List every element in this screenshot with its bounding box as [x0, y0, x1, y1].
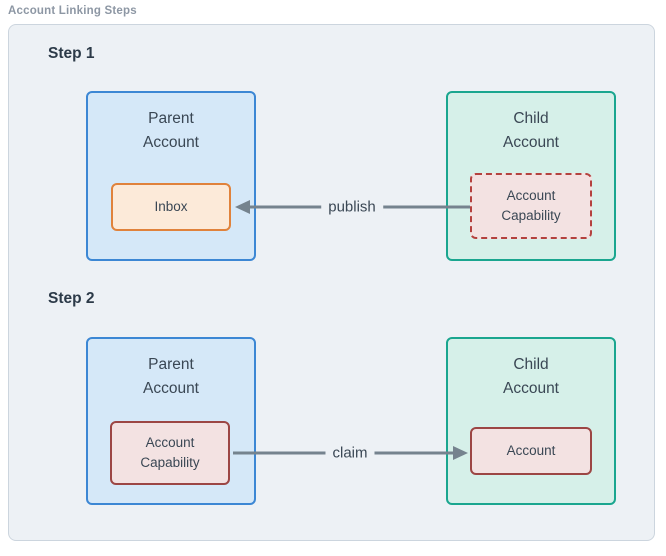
claim-arrowhead-right-icon	[453, 446, 468, 460]
publish-arrow-label: publish	[321, 198, 383, 216]
diagram-title: Account Linking Steps	[8, 5, 137, 17]
step-1-inbox-box: Inbox	[111, 183, 231, 231]
step-1-parent-account-title: Parent Account	[142, 110, 199, 151]
publish-arrowhead-left-icon	[235, 200, 250, 214]
step-2-account-capability-box: Account Capability	[110, 421, 230, 485]
step-1-child-account-box: Child Account Account Capability	[446, 91, 616, 261]
step-2-child-account-box: Child Account Account	[446, 337, 616, 505]
claim-arrow-label: claim	[325, 444, 375, 462]
step-2-account-box: Account	[470, 427, 592, 475]
step-1-parent-account-box: Parent Account Inbox	[86, 91, 256, 261]
step-2-label: Step 2	[48, 290, 95, 307]
diagram-container: Step 1 Parent Account Inbox Child Accoun…	[8, 24, 655, 541]
step-2-child-account-title: Child Account	[502, 356, 559, 397]
step-2-parent-account-title: Parent Account	[142, 356, 199, 397]
step-2-parent-account-box: Parent Account Account Capability	[86, 337, 256, 505]
step-1-child-account-title: Child Account	[502, 110, 559, 151]
step-1-account-capability-box: Account Capability	[470, 173, 592, 239]
step-1-label: Step 1	[48, 45, 95, 62]
